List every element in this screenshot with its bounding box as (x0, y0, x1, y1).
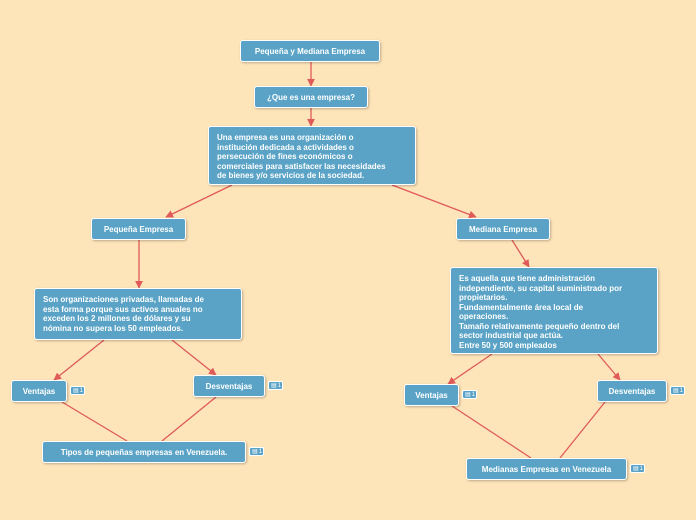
comment-count: 1 (471, 391, 476, 398)
edge-pdesc-ventajas (53, 339, 105, 381)
edge-mediana-desc (511, 239, 530, 268)
node-pequena-desventajas[interactable]: Desventajas (193, 375, 265, 397)
comment-icon: ▤ (73, 387, 79, 394)
node-definition[interactable]: Una empresa es una organización o instit… (208, 126, 416, 185)
node-mediana-empresa[interactable]: Mediana Empresa (456, 218, 550, 240)
comment-count: 1 (79, 387, 84, 394)
comment-icon: ▤ (465, 391, 471, 398)
edge-definition-pequena (165, 184, 233, 218)
edge-pdesventajas-tipos (161, 396, 217, 442)
comment-count: 1 (277, 382, 282, 389)
comment-count: 1 (258, 448, 263, 455)
comment-icon: ▤ (633, 465, 639, 472)
edge-mdesc-desventajas (597, 353, 621, 381)
comment-icon: ▤ (252, 448, 258, 455)
node-pequena-descripcion[interactable]: Son organizaciones privadas, llamadas de… (34, 288, 242, 340)
node-pequena-empresa[interactable]: Pequeña Empresa (91, 218, 186, 240)
edge-mventajas-tipos (451, 405, 532, 459)
node-root[interactable]: Pequeña y Mediana Empresa (240, 40, 380, 62)
node-mediana-ventajas[interactable]: Ventajas (404, 384, 459, 406)
comment-badge-p-ventajas[interactable]: ▤ 1 (70, 386, 85, 395)
edge-mdesventajas-tipos (559, 401, 606, 459)
edge-mdesc-ventajas (447, 353, 493, 385)
node-mediana-desventajas[interactable]: Desventajas (597, 380, 667, 402)
comment-badge-m-ventajas[interactable]: ▤ 1 (462, 390, 477, 399)
node-question[interactable]: ¿Que es una empresa? (254, 86, 368, 108)
comment-badge-p-tipos[interactable]: ▤ 1 (249, 447, 264, 456)
node-pequena-ventajas[interactable]: Ventajas (11, 380, 67, 402)
comment-badge-p-desventajas[interactable]: ▤ 1 (268, 381, 283, 390)
comment-icon: ▤ (271, 382, 277, 389)
comment-badge-m-tipos[interactable]: ▤ 1 (630, 464, 645, 473)
node-mediana-descripcion[interactable]: Es aquella que tiene administración inde… (450, 267, 658, 354)
edge-pdesc-desventajas (171, 339, 217, 376)
edge-definition-mediana (391, 184, 477, 219)
edge-pventajas-tipos (61, 401, 128, 442)
node-pequena-tipos[interactable]: Tipos de pequeñas empresas en Venezuela. (42, 441, 246, 463)
comment-count: 1 (639, 465, 644, 472)
node-mediana-tipos[interactable]: Medianas Empresas en Venezuela (466, 458, 627, 480)
comment-icon: ▤ (673, 387, 679, 394)
comment-badge-m-desventajas[interactable]: ▤ 1 (670, 386, 685, 395)
comment-count: 1 (679, 387, 684, 394)
